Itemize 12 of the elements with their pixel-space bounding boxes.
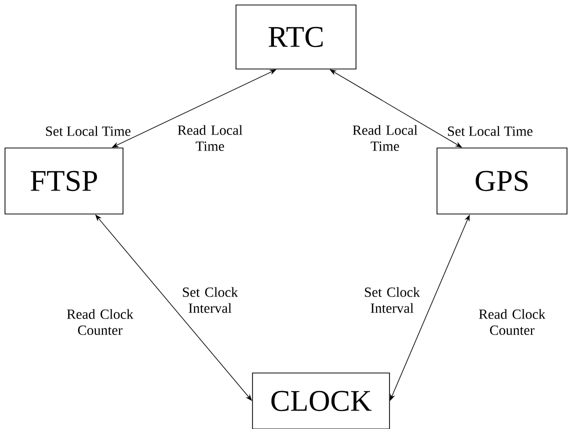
text-label: Read Local Time (352, 125, 418, 151)
edge-label: Set Local Time (448, 126, 532, 136)
process-box: RTC (236, 4, 356, 70)
process-box: CLOCK (252, 372, 390, 429)
text-label: Set Clock Interval (364, 287, 420, 313)
text-label: Set Clock Interval (182, 287, 238, 313)
text-label: Read Local Time (178, 125, 242, 151)
edge-label: Set Local Time (46, 126, 130, 136)
edge-label: Read Clock Counter (66, 309, 134, 335)
process-box: FTSP (4, 148, 124, 214)
edge-label: Read Clock Counter (478, 309, 546, 335)
process-box: GPS (436, 148, 568, 214)
